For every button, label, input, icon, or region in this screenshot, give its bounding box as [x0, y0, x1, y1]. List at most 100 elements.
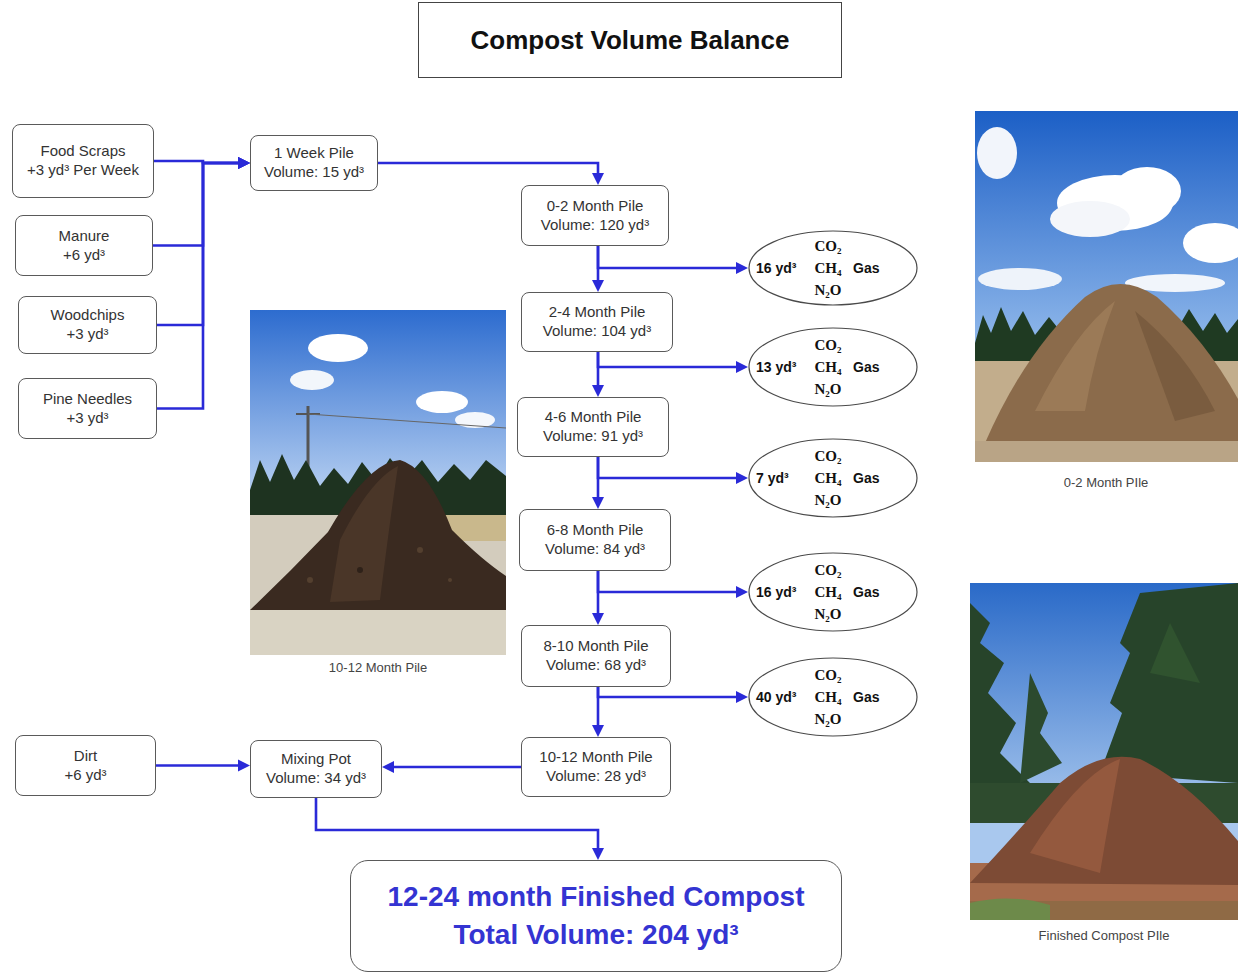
flow-arrow — [378, 163, 604, 185]
box-value: +3 yd³ — [66, 325, 108, 344]
flow-arrow — [598, 571, 748, 598]
box-value: Volume: 34 yd³ — [266, 769, 366, 788]
gas-text: N₂O — [815, 281, 842, 299]
process-box: 6-8 Month PileVolume: 84 yd³ — [519, 509, 671, 571]
gas-ellipse: 16 yd³CO₂CH₄N₂OGas — [748, 552, 918, 632]
gas-text: CO₂ — [815, 336, 842, 354]
arrow-head — [238, 760, 250, 772]
process-box: 8-10 Month PileVolume: 68 yd³ — [521, 625, 671, 687]
process-box: 2-4 Month PileVolume: 104 yd³ — [521, 292, 673, 352]
ellipse-shape — [749, 328, 917, 406]
process-box: 1 Week PileVolume: 15 yd³ — [250, 135, 378, 191]
flow-line — [157, 163, 241, 409]
flow-line — [598, 571, 739, 592]
arrow-head — [736, 262, 748, 274]
flow-arrow — [153, 157, 250, 246]
flow-line — [598, 352, 739, 367]
box-heading: Mixing Pot — [281, 750, 351, 769]
flow-line — [316, 798, 598, 851]
box-heading: Dirt — [74, 747, 97, 766]
ellipse-shape — [749, 553, 917, 631]
box-value: +6 yd³ — [63, 246, 105, 265]
arrow-head — [238, 157, 250, 169]
gas-text: Gas — [853, 259, 879, 277]
arrow-head — [592, 848, 604, 860]
process-box: Dirt+6 yd³ — [15, 735, 156, 796]
box-heading: Woodchips — [51, 306, 125, 325]
gas-text: CH₄ — [815, 358, 842, 376]
box-heading: Manure — [59, 227, 110, 246]
gas-text: Gas — [853, 688, 879, 706]
gas-text: 40 yd³ — [756, 688, 796, 706]
arrow-head — [238, 157, 250, 169]
box-heading: Food Scraps — [40, 142, 125, 161]
flow-line — [598, 457, 739, 478]
arrow-head — [238, 157, 250, 169]
box-value: Volume: 120 yd³ — [541, 216, 649, 235]
process-box: Woodchips+3 yd³ — [18, 296, 157, 354]
gas-text: CH₄ — [815, 469, 842, 487]
gas-ellipse: 7 yd³CO₂CH₄N₂OGas — [748, 438, 918, 518]
flow-line — [391, 766, 521, 769]
box-value: Volume: 68 yd³ — [546, 656, 646, 675]
gas-text: 7 yd³ — [756, 469, 789, 487]
box-value: Volume: 15 yd³ — [264, 163, 364, 182]
gas-ellipse: 40 yd³CO₂CH₄N₂OGas — [748, 657, 918, 737]
gas-ellipse: 13 yd³CO₂CH₄N₂OGas — [748, 327, 918, 407]
gas-text: N₂O — [815, 605, 842, 623]
flow-arrow — [598, 687, 748, 703]
box-value: +3 yd³ — [66, 409, 108, 428]
gas-text: CO₂ — [815, 237, 842, 255]
flow-line — [597, 246, 600, 283]
flow-arrow — [592, 571, 604, 625]
flow-line — [157, 163, 241, 325]
arrow-head — [592, 613, 604, 625]
process-box: 0-2 Month PileVolume: 120 yd³ — [521, 185, 669, 246]
arrow-head — [736, 586, 748, 598]
box-value: Volume: 104 yd³ — [543, 322, 651, 341]
flow-line — [597, 571, 600, 616]
flow-line — [597, 457, 600, 500]
gas-text: N₂O — [815, 710, 842, 728]
flow-line — [378, 163, 598, 176]
process-box: Food Scraps+3 yd³ Per Week — [12, 124, 154, 198]
box-value: Volume: 84 yd³ — [545, 540, 645, 559]
process-box: 4-6 Month PileVolume: 91 yd³ — [517, 397, 669, 457]
gas-text: 16 yd³ — [756, 583, 796, 601]
box-value: Volume: 91 yd³ — [543, 427, 643, 446]
flow-line — [598, 246, 739, 268]
gas-text: CH₄ — [815, 583, 842, 601]
box-heading: 1 Week Pile — [274, 144, 354, 163]
box-heading: Pine Needles — [43, 390, 132, 409]
box-value: +3 yd³ Per Week — [27, 161, 139, 180]
box-heading: 10-12 Month Pile — [539, 748, 652, 767]
flow-arrow — [592, 352, 604, 397]
arrow-head — [238, 157, 250, 169]
arrow-head — [592, 280, 604, 292]
arrow-head — [736, 472, 748, 484]
flow-arrow — [598, 352, 748, 373]
photo-caption: 0-2 Month PIle — [1064, 475, 1149, 490]
gas-text: N₂O — [815, 380, 842, 398]
box-heading: 2-4 Month Pile — [549, 303, 646, 322]
title-box: Compost Volume Balance — [418, 2, 842, 78]
flow-line — [153, 163, 241, 246]
flow-line — [597, 687, 600, 728]
arrow-head — [592, 497, 604, 509]
box-heading: 8-10 Month Pile — [543, 637, 648, 656]
gas-text: Gas — [853, 358, 879, 376]
flow-arrow — [592, 457, 604, 509]
arrow-head — [736, 691, 748, 703]
box-heading: 6-8 Month Pile — [547, 521, 644, 540]
flow-line — [597, 352, 600, 388]
flow-arrow — [598, 457, 748, 484]
gas-text: CO₂ — [815, 447, 842, 465]
flow-arrow — [156, 760, 250, 772]
gas-text: 16 yd³ — [756, 259, 796, 277]
process-box: Manure+6 yd³ — [15, 215, 153, 276]
title-text: Compost Volume Balance — [471, 25, 790, 56]
flow-arrow — [592, 687, 604, 737]
process-box: 10-12 Month PileVolume: 28 yd³ — [521, 737, 671, 797]
